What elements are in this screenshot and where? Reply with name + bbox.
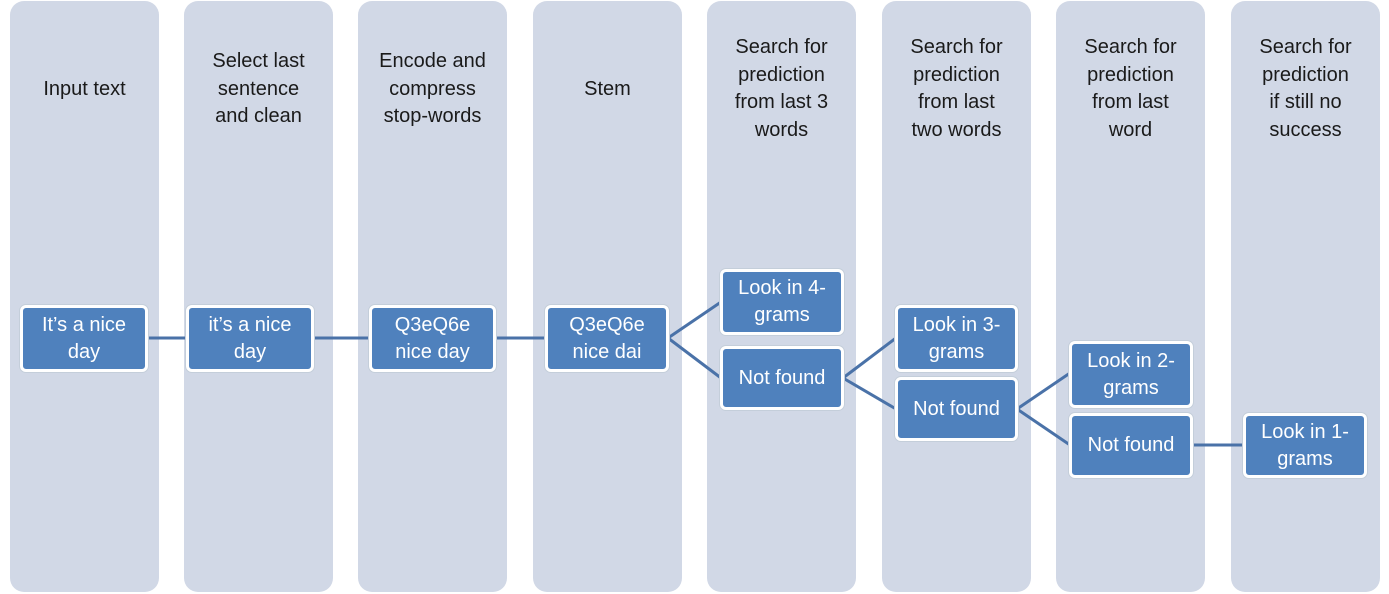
node-look-in-1-grams: Look in 1- grams xyxy=(1243,413,1367,478)
node-not-found-2-grams: Not found xyxy=(1069,413,1193,478)
column-title-search-last-two-words: Search for prediction from last two word… xyxy=(910,36,1003,141)
column-select-last-sentence xyxy=(184,1,333,592)
column-search-last-word xyxy=(1056,1,1205,592)
node-cleaned-sentence: it’s a nice day xyxy=(186,305,314,372)
node-not-found-4-grams: Not found xyxy=(720,346,844,410)
column-title-stem: Stem xyxy=(584,78,631,101)
column-title-search-no-success: Search for prediction if still no succes… xyxy=(1259,36,1352,141)
column-title-select-last-sentence: Select last sentence and clean xyxy=(212,50,305,128)
column-input-text xyxy=(10,1,159,592)
column-title-input-text: Input text xyxy=(43,78,126,101)
column-encode-compress xyxy=(358,1,507,592)
column-title-search-last-word: Search for prediction from last word xyxy=(1084,36,1177,141)
node-stemmed: Q3eQ6e nice dai xyxy=(545,305,669,372)
node-input-text: It’s a nice day xyxy=(20,305,148,372)
node-not-found-3-grams: Not found xyxy=(895,377,1018,441)
column-title-search-last-3-words: Search for prediction from last 3 words xyxy=(734,36,829,141)
node-look-in-4-grams: Look in 4- grams xyxy=(720,269,844,335)
node-encoded-stopwords: Q3eQ6e nice day xyxy=(369,305,496,372)
column-title-encode-compress: Encode and compress stop-words xyxy=(379,50,486,128)
column-stem xyxy=(533,1,682,592)
node-look-in-3-grams: Look in 3- grams xyxy=(895,305,1018,372)
column-search-last-two-words xyxy=(882,1,1031,592)
column-search-no-success xyxy=(1231,1,1380,592)
node-look-in-2-grams: Look in 2- grams xyxy=(1069,341,1193,408)
